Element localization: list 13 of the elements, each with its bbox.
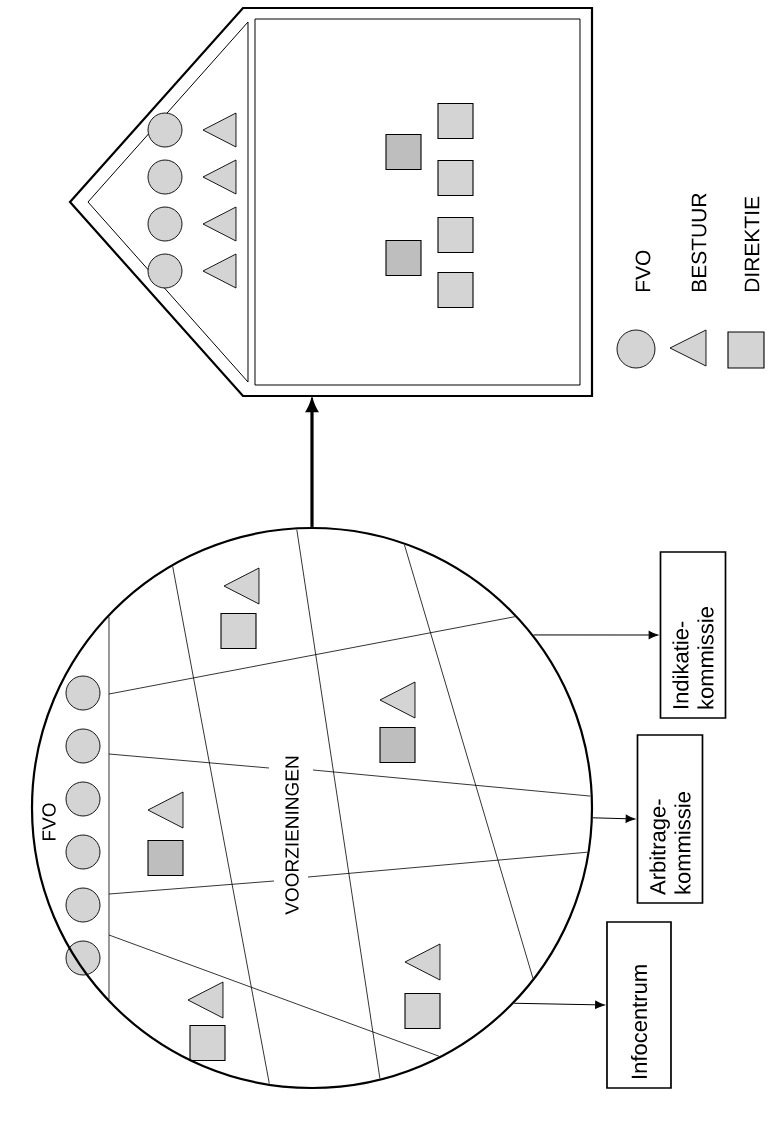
label-box: Infocentrum (606, 921, 672, 1089)
legend-label: FVO (635, 250, 651, 292)
arrow (592, 814, 636, 823)
house-drawing (68, 6, 594, 398)
legend-label: DIREKTIE (744, 196, 760, 292)
arrow (513, 1000, 605, 1009)
label-box: Indikatie- kommissie (659, 551, 727, 719)
arrow (306, 399, 318, 527)
arrow (533, 630, 659, 640)
center-label: VOORZIENINGEN (285, 756, 299, 915)
legend-label: BESTUUR (691, 193, 707, 292)
circle-label: FVO (42, 803, 56, 840)
label-box: Arbitrage- kommissie (636, 734, 704, 904)
